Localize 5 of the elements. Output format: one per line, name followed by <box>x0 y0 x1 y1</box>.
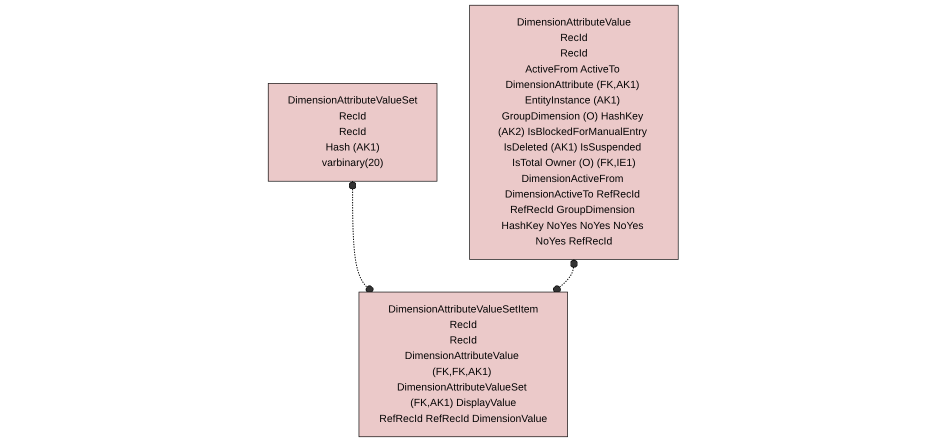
node-box: DimensionAttributeValueSet RecId RecId Hash (AK1) varbinary(20) <box>268 83 438 182</box>
connector <box>552 258 578 294</box>
node-box: DimensionAttributeValueSetItem RecId RecId DimensionAttributeValue (FK,FK,AK1) DimensionAttributeValueSet (FK,AK1) DisplayValue RefRecId RefRecId DimensionValue <box>358 292 568 438</box>
node-box: DimensionAttributeValue RecId RecId ActiveFrom ActiveTo DimensionAttribute (FK,AK1) EntityInstance (AK1) GroupDimension (O) HashKey (AK2) IsBlockedForManualEntry IsDeleted (AK1) IsSuspended IsTotal Owner (O) (FK,IE1) DimensionActiveFrom DimensionActiveTo RefRecId RefRecId GroupDimension HashKey NoYes NoYes NoYes NoYes RefRecId <box>469 4 678 260</box>
connector <box>348 180 374 294</box>
